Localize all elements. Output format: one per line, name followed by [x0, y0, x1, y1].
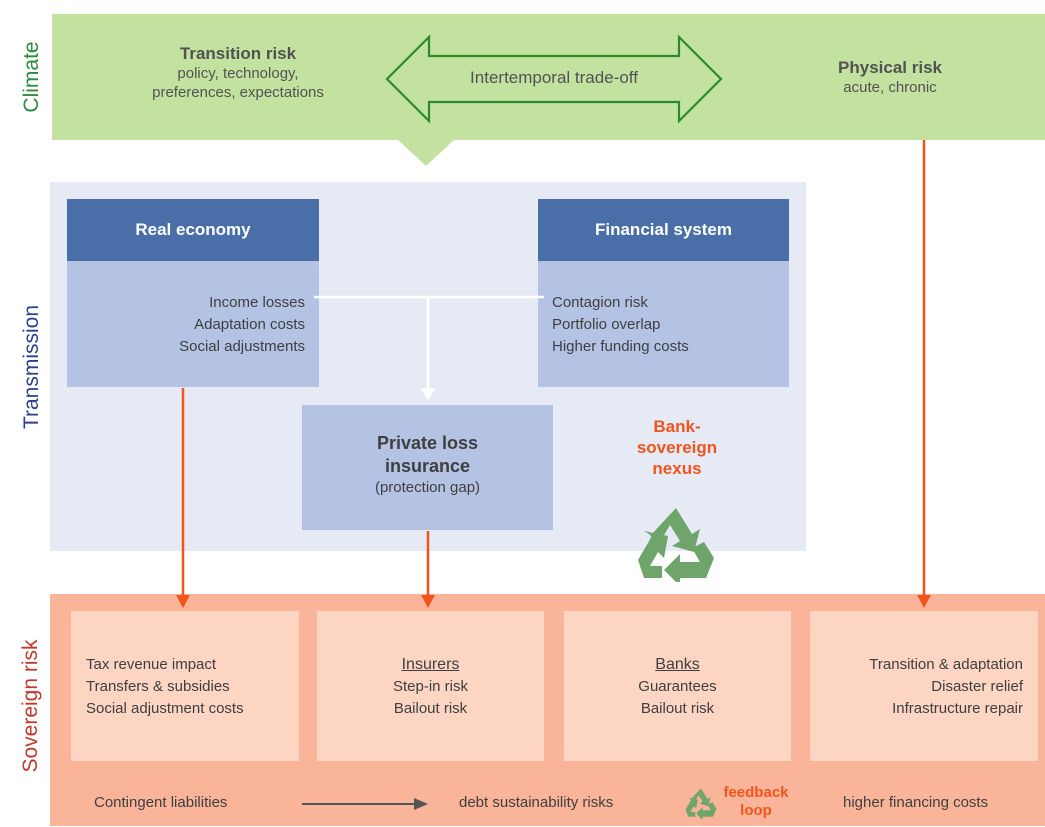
physical-risk-sub: acute, chronic — [843, 79, 937, 96]
insurers-title: Insurers — [401, 656, 460, 673]
nexus-line: sovereign — [636, 438, 718, 457]
fiscal-item: Tax revenue impact — [86, 656, 217, 673]
real-economy-items: Income losses Adaptation costs Social ad… — [67, 292, 305, 358]
tradeoff-label: Intertemporal trade-off — [470, 68, 638, 87]
debt-sustainability: debt sustainability risks — [459, 794, 614, 811]
physical-items: Transition & adaptation Disaster relief … — [810, 654, 1023, 720]
insurers-item: Bailout risk — [393, 700, 468, 717]
banks-items: Banks Guarantees Bailout risk — [564, 654, 791, 720]
sovereign-box-banks — [564, 611, 791, 761]
feedback-line: loop — [740, 802, 772, 819]
feedback-line: feedback — [723, 784, 789, 801]
insurance-text: Private loss insurance (protection gap) — [302, 432, 553, 498]
arrow-icon — [302, 798, 428, 810]
physical-item: Infrastructure repair — [892, 700, 1023, 717]
insurance-title-line: insurance — [384, 456, 471, 476]
higher-financing-costs: higher financing costs — [843, 794, 989, 811]
transition-risk-line-1: policy, technology, — [177, 65, 299, 82]
real-economy-item: Income losses — [209, 294, 305, 311]
sovereign-box-physical — [810, 611, 1038, 761]
sovereign-box-insurers — [317, 611, 544, 761]
transition-risk: Transition risk policy, technology, pref… — [128, 44, 348, 102]
financial-system-item: Contagion risk — [552, 294, 648, 311]
recycle-icon — [638, 508, 714, 582]
financial-system-body — [538, 261, 789, 387]
banks-title: Banks — [655, 656, 700, 673]
physical-item: Disaster relief — [931, 678, 1023, 695]
financial-system-item: Portfolio overlap — [552, 316, 661, 333]
double-arrow-icon — [385, 34, 723, 124]
recycle-icon — [685, 788, 717, 819]
transition-risk-line-2: preferences, expectations — [152, 84, 324, 101]
real-economy-body — [67, 261, 319, 387]
climate-notch — [398, 140, 454, 166]
insurance-sub: (protection gap) — [374, 479, 481, 496]
physical-risk-title: Physical risk — [838, 58, 942, 77]
contingent-liabilities: Contingent liabilities — [94, 794, 228, 811]
insurance-box — [302, 405, 553, 530]
fiscal-item: Transfers & subsidies — [86, 678, 230, 695]
financial-system-items: Contagion risk Portfolio overlap Higher … — [552, 292, 782, 358]
real-economy-header: Real economy — [67, 199, 319, 261]
nexus-line: nexus — [652, 459, 702, 478]
fiscal-item: Social adjustment costs — [86, 700, 244, 717]
insurers-item: Step-in risk — [392, 678, 469, 695]
feedback-loop: feedback loop — [712, 784, 800, 820]
banks-item: Guarantees — [638, 678, 717, 695]
real-economy-item: Adaptation costs — [194, 316, 305, 333]
sovereign-box-fiscal — [71, 611, 299, 761]
insurance-title-line: Private loss — [376, 433, 479, 453]
fiscal-items: Tax revenue impact Transfers & subsidies… — [86, 654, 296, 720]
financial-system-header: Financial system — [538, 199, 789, 261]
insurers-items: Insurers Step-in risk Bailout risk — [317, 654, 544, 720]
physical-item: Transition & adaptation — [869, 656, 1023, 673]
financial-system-item: Higher funding costs — [552, 338, 689, 355]
climate-band — [52, 14, 1045, 140]
transition-risk-title: Transition risk — [179, 44, 297, 63]
nexus-line: Bank- — [653, 417, 701, 436]
real-economy-item: Social adjustments — [179, 338, 305, 355]
banks-item: Bailout risk — [640, 700, 715, 717]
physical-risk: Physical risk acute, chronic — [780, 58, 1000, 97]
bank-sovereign-nexus: Bank- sovereign nexus — [612, 416, 742, 479]
